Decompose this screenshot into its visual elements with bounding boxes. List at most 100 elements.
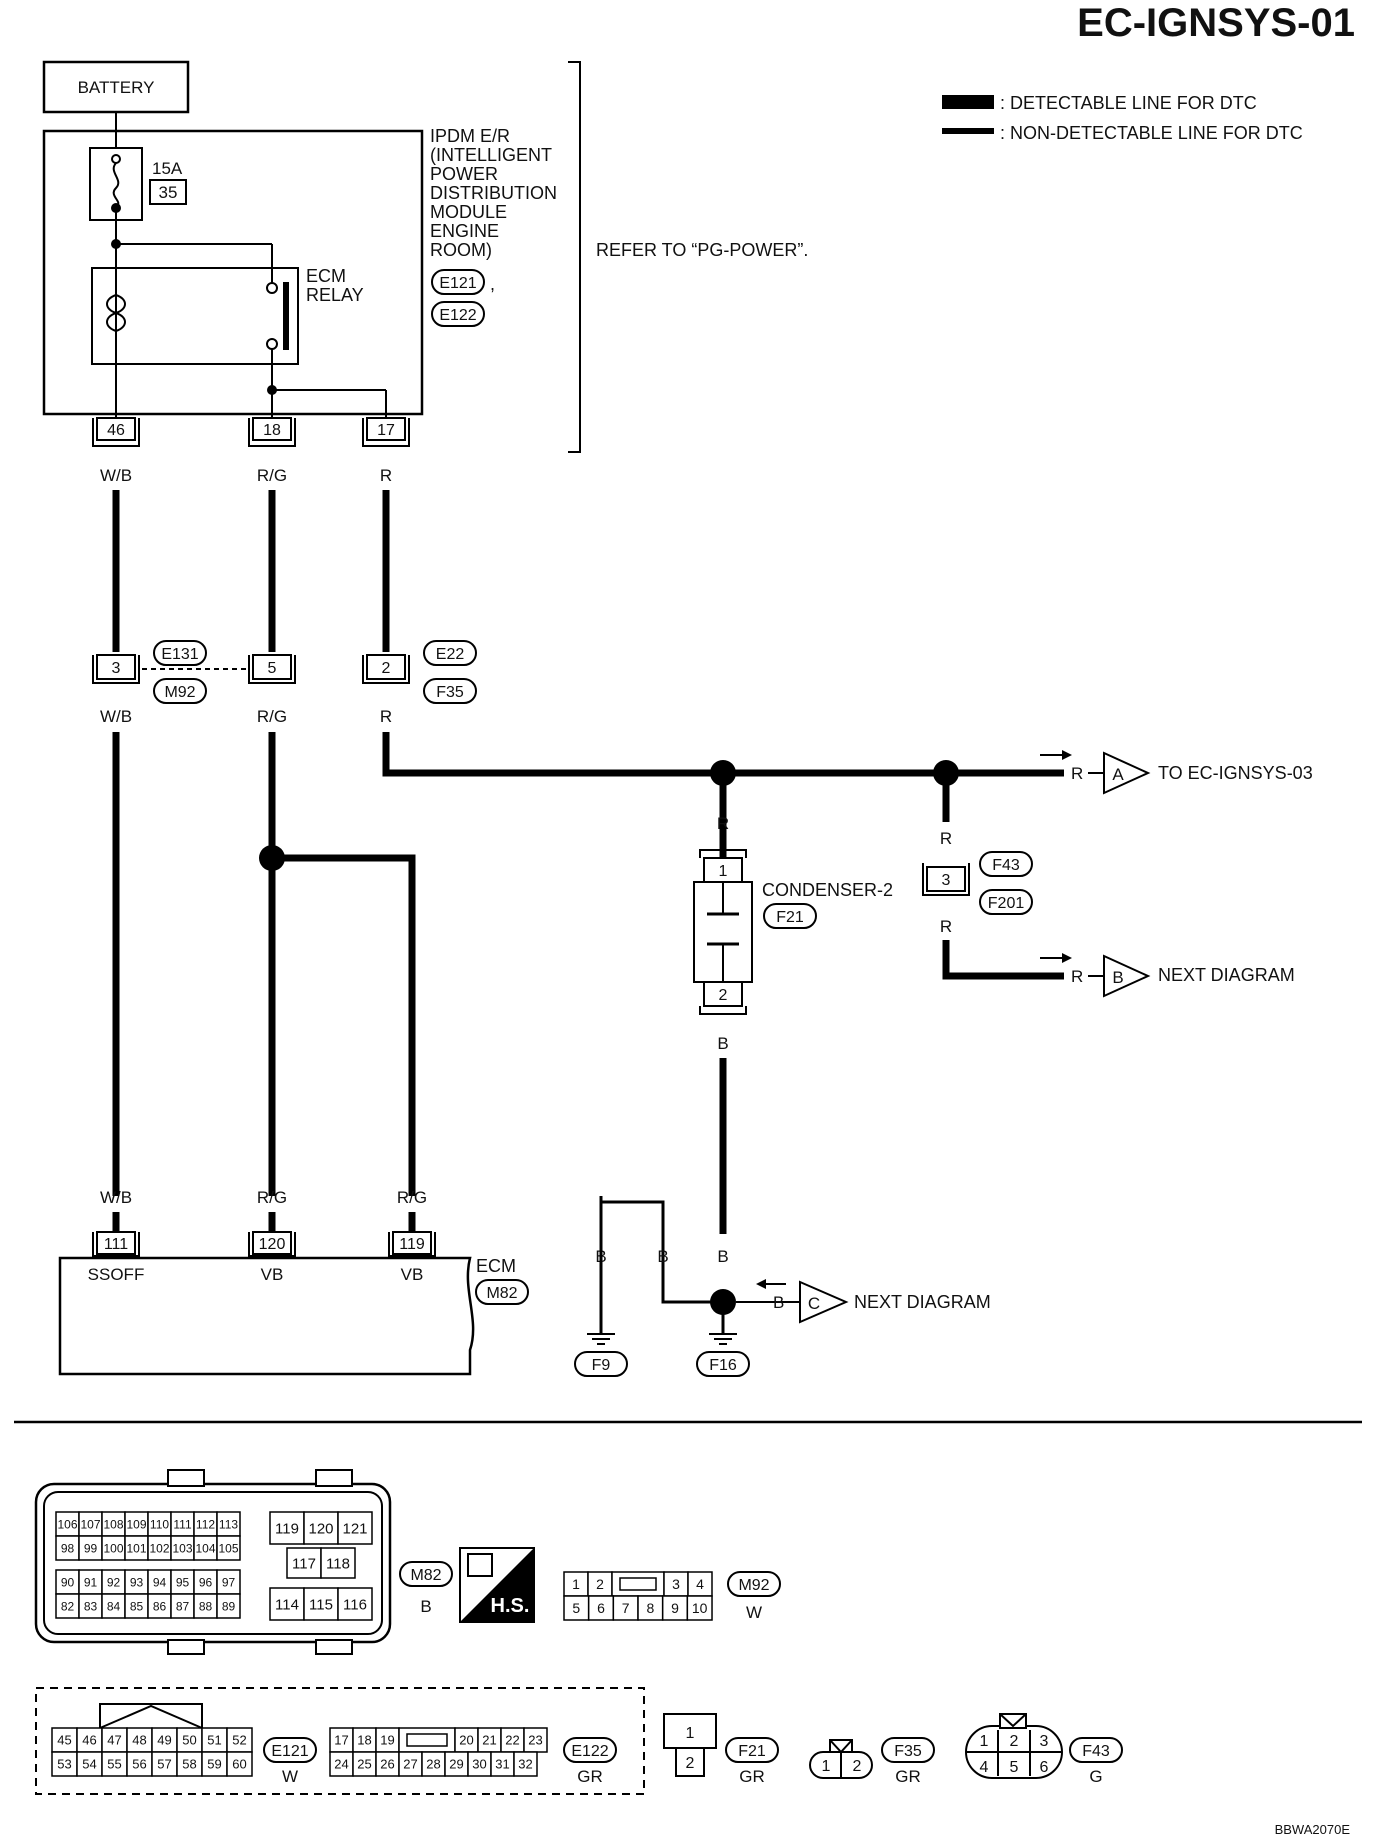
e122-face-pin-23: 23	[528, 1733, 542, 1748]
e121-face-pin-58: 58	[182, 1757, 196, 1772]
m92-face-pin-1: 1	[572, 1576, 580, 1592]
e121-face-connector: E121	[271, 1743, 308, 1760]
connector-f201: F201	[988, 895, 1025, 912]
f43-face-color: G	[1089, 1767, 1102, 1786]
e122-face-pin-32: 32	[518, 1757, 532, 1772]
connector-m92: M92	[164, 684, 195, 701]
wire-r-next-b	[942, 940, 1064, 980]
e121-face-pin-53-cell	[51, 1751, 78, 1777]
f43-face-pin-2: 2	[1010, 1733, 1019, 1750]
m82-face-pin-112: 112	[196, 1517, 215, 1531]
e121-face-pin-57: 57	[157, 1757, 171, 1772]
m92-face-pin-4: 4	[696, 1576, 704, 1592]
ipdm-line-4: DISTRIBUTION	[430, 183, 557, 203]
m82-face-pin-98: 98	[61, 1541, 75, 1555]
wire-color-r-a: R	[1071, 764, 1083, 783]
face-view-f35: 1 2 F35 GR	[809, 1737, 935, 1786]
wire-color-wb-1: W/B	[100, 466, 132, 485]
e122-face-pin-22: 22	[505, 1733, 519, 1748]
ground-f16-label: F16	[709, 1357, 737, 1374]
ipdm-line-6: ENGINE	[430, 221, 499, 241]
f21-face-color: GR	[739, 1767, 765, 1786]
joint-pin-2: 2	[382, 660, 391, 677]
m92-face-pin-2: 2	[596, 1576, 604, 1592]
e122-face-pin-32-cell	[513, 1751, 538, 1777]
m82-face-pin-114-cell	[269, 1587, 305, 1621]
ipdm-line-3: POWER	[430, 164, 498, 184]
m82-face-pin-83: 83	[84, 1599, 98, 1613]
m82-face-color: B	[420, 1597, 431, 1616]
page-title: EC-IGNSYS-01	[1077, 1, 1355, 45]
f43-joint: 3 F43 F201	[922, 851, 1033, 915]
wire-color-wb-ecm: W/B	[100, 1188, 132, 1207]
to-ignsys-03-text: TO EC-IGNSYS-03	[1158, 763, 1313, 783]
m92-face-connector: M92	[738, 1577, 769, 1594]
ecm-relay-label-1: ECM	[306, 266, 346, 286]
face-view-f21: 1 2 F21 GR	[663, 1713, 779, 1786]
m82-face-pin-117-cell	[286, 1547, 322, 1579]
m92-face-pin-10-cell	[686, 1595, 713, 1621]
ecm-relay-label-2: RELAY	[306, 285, 364, 305]
wire-color-wb-2: W/B	[100, 707, 132, 726]
m82-face-pin-92: 92	[107, 1575, 121, 1589]
next-diagram-b: R B NEXT DIAGRAM	[1040, 953, 1295, 998]
ecm-terminal-ssoff: SSOFF	[88, 1265, 145, 1284]
e121-face-pin-59: 59	[207, 1757, 221, 1772]
wire-color-r-2: R	[380, 707, 392, 726]
e122-face-pin-27: 27	[403, 1757, 417, 1772]
e121-face-pin-54: 54	[82, 1757, 96, 1772]
wire-color-b-c: B	[773, 1293, 784, 1312]
ground-f9: B B F9	[574, 1196, 723, 1377]
ipdm-line-2: (INTELLIGENT	[430, 145, 552, 165]
m92-face-pin-3: 3	[672, 1576, 680, 1592]
m92-face-pin-6: 6	[597, 1600, 605, 1616]
wire-color-rg-ecm-1: R/G	[257, 1188, 287, 1207]
ground-f9-label: F9	[592, 1357, 611, 1374]
m82-face-pin-91: 91	[84, 1575, 98, 1589]
e122-lock-tab	[406, 1733, 448, 1747]
wire-color-b-condenser: B	[717, 1034, 728, 1053]
f35-face-color: GR	[895, 1767, 921, 1786]
legend-detectable-swatch	[942, 95, 994, 109]
ecm-pin-119: 119	[399, 1236, 425, 1253]
m92-face-pin-5-cell	[563, 1595, 590, 1621]
wire-color-b-f16: B	[717, 1247, 728, 1266]
battery-box	[42, 60, 190, 114]
wire-color-b-loop: B	[657, 1247, 668, 1266]
condenser-connector-f21: F21	[776, 909, 804, 926]
m92-face-pin-9: 9	[671, 1600, 679, 1616]
ipdm-label: IPDM E/R (INTELLIGENT POWER DISTRIBUTION…	[430, 126, 557, 327]
m82-face-pin-116-cell	[337, 1587, 373, 1621]
arrow-c	[799, 1280, 849, 1324]
ipdm-line-1: IPDM E/R	[430, 126, 510, 146]
m82-face-pin-97: 97	[222, 1575, 236, 1589]
e122-face-pin-29: 29	[449, 1757, 463, 1772]
hs-symbol: H.S.	[459, 1547, 535, 1623]
hs-text: H.S.	[491, 1595, 530, 1617]
ipdm-comma: ,	[490, 274, 495, 294]
e121-face-pin-53: 53	[57, 1757, 71, 1772]
legend-detectable-text: : DETECTABLE LINE FOR DTC	[1000, 93, 1257, 113]
m82-face-pin-87: 87	[176, 1599, 190, 1613]
ipdm-line-5: MODULE	[430, 202, 507, 222]
f43-face-pin-4: 4	[980, 1759, 989, 1776]
next-diagram-c-text: NEXT DIAGRAM	[854, 1292, 991, 1312]
m82-face-pin-103: 103	[172, 1541, 192, 1555]
e122-face-pin-26: 26	[380, 1757, 394, 1772]
m82-face-pin-95: 95	[176, 1575, 190, 1589]
legend: : DETECTABLE LINE FOR DTC : NON-DETECTAB…	[942, 93, 1303, 143]
e121-face-pin-57-cell	[151, 1751, 178, 1777]
ecm-label: ECM	[476, 1256, 516, 1276]
f21-face-connector: F21	[738, 1743, 766, 1760]
wire-color-r-1: R	[380, 466, 392, 485]
m82-face-pin-108: 108	[103, 1517, 123, 1531]
ipdm-connector-e121: E121	[439, 275, 476, 292]
m82-face-pin-105: 105	[218, 1541, 238, 1555]
condenser-pin-2: 2	[719, 987, 728, 1004]
e122-face-pin-30: 30	[472, 1757, 486, 1772]
f43-face-pin-6: 6	[1040, 1759, 1049, 1776]
